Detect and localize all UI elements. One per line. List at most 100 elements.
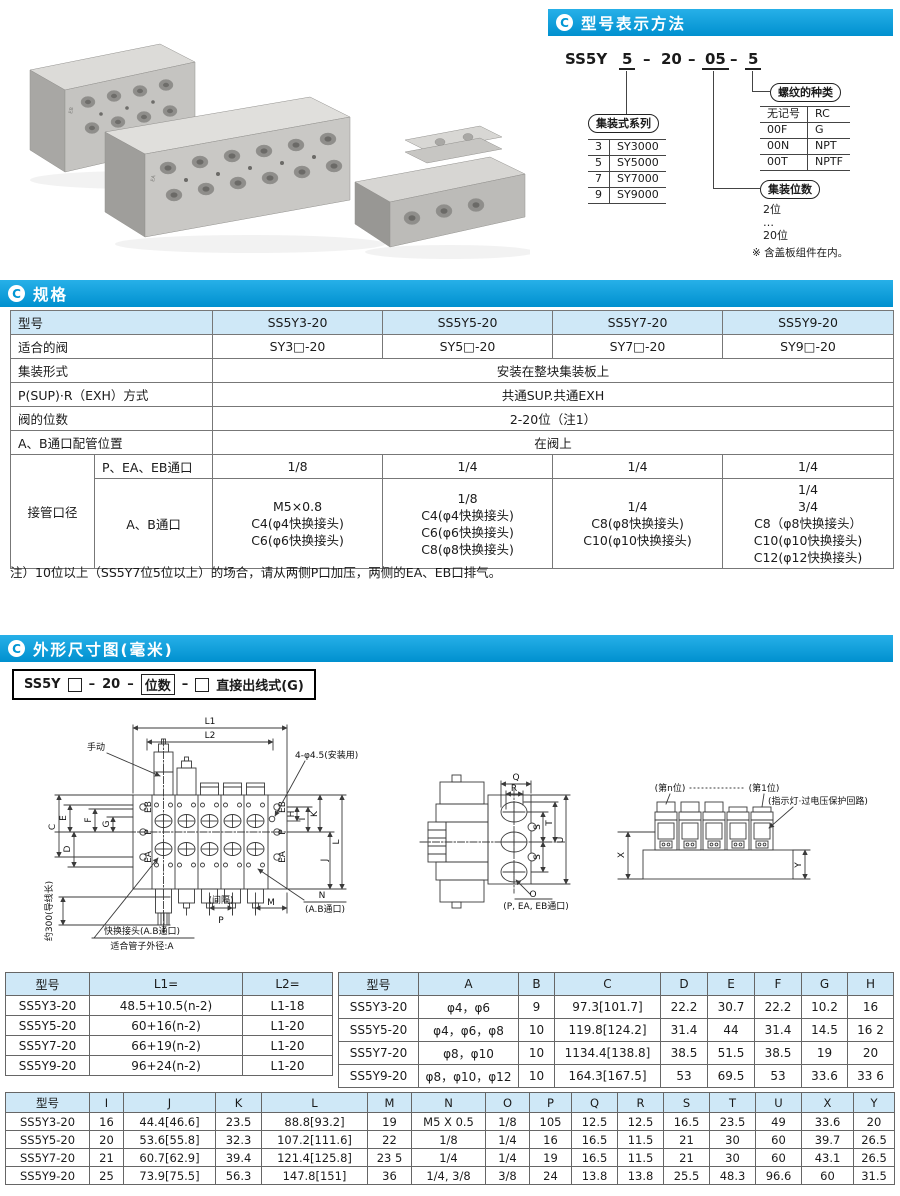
- indicator-circuit-label: (指示灯·过电压保护回路): [768, 795, 868, 807]
- column-header: 型号: [338, 972, 419, 996]
- spec-header-row: 型号 SS5Y3-20 SS5Y5-20 SS5Y7-20 SS5Y9-20: [9, 310, 895, 335]
- table-cell: 16 2: [847, 1018, 894, 1042]
- row-header: 9: [588, 187, 610, 204]
- column-header: O: [485, 1092, 530, 1113]
- row-header: SS5Y9-20: [338, 1064, 419, 1088]
- column-header: R: [617, 1092, 664, 1113]
- lead-wire-length-label: 约300(导线长): [43, 881, 55, 941]
- table-cell: 1/4, 3/8: [411, 1166, 486, 1185]
- row-header: SS5Y9-20: [5, 1166, 90, 1185]
- dim-label-i: I: [298, 818, 308, 821]
- stations-note: ※ 含盖板组件在内。: [752, 247, 849, 259]
- table-cell: 23.5: [215, 1112, 262, 1131]
- row-header: SS5Y7-20: [5, 1148, 90, 1167]
- table-cell: 1/8: [411, 1130, 486, 1149]
- dim-label-s: S: [533, 854, 543, 860]
- dimension-drawings: EB P EA EB P EA L1: [43, 717, 868, 952]
- table-cell: 30.7: [707, 995, 755, 1019]
- port-size-line: 1/4: [797, 482, 819, 497]
- table-cell: 97.3[101.7]: [554, 995, 661, 1019]
- row-header: SS5Y5-20: [5, 1130, 90, 1149]
- column-header: T: [709, 1092, 756, 1113]
- table-cell: 11.5: [617, 1148, 664, 1167]
- model-seg-stations: 05: [702, 50, 729, 70]
- spec-row: A、B通口配管位置 在阀上: [9, 430, 895, 455]
- table-cell: φ8，φ10，φ12: [418, 1064, 519, 1088]
- spec-cell: 1/4: [382, 454, 554, 479]
- model-dash: –: [730, 50, 738, 68]
- dim-label-k: K: [310, 810, 320, 817]
- column-header: E: [707, 972, 755, 996]
- column-header: Q: [571, 1092, 618, 1113]
- table-cell: 44.4[46.6]: [123, 1112, 216, 1131]
- port-size-line: 1/4: [627, 499, 648, 514]
- model-seg-size: 20: [661, 50, 682, 68]
- table-cell: G: [807, 122, 850, 139]
- model-seg-series: 5: [619, 50, 636, 70]
- table-cell: 60.7[62.9]: [123, 1148, 216, 1167]
- model-dash: –: [688, 50, 696, 68]
- spec-row-label: 阀的位数: [9, 406, 214, 431]
- table-cell: 24: [529, 1166, 572, 1185]
- table-cell: 33 6: [847, 1064, 894, 1088]
- table-cell: 20: [847, 1041, 894, 1065]
- port-size-line: C6(φ6快换接头): [421, 524, 514, 540]
- table-cell: 26.5: [853, 1148, 895, 1167]
- table-cell: 38.5: [660, 1041, 708, 1065]
- table-cell: φ4，φ6: [418, 995, 519, 1019]
- row-header: SS5Y3-20: [5, 1112, 90, 1131]
- port-size-line: C10(φ10快换接头): [753, 533, 863, 548]
- table-cell: 164.3[167.5]: [554, 1064, 661, 1088]
- column-header: M: [367, 1092, 412, 1113]
- table-cell: 53.6[55.8]: [123, 1130, 216, 1149]
- dim-label-p-pitch: P: [218, 916, 224, 926]
- blank-box: [67, 677, 82, 692]
- table-cell: 33.6: [801, 1112, 854, 1131]
- table-cell: 31.4: [660, 1018, 708, 1042]
- section-header-dims: C 外形尺寸图(毫米): [0, 635, 893, 662]
- dim-label-x: X: [617, 852, 627, 858]
- photo-port-label-ea: EA: [150, 174, 157, 182]
- table-cell: 21: [89, 1148, 124, 1167]
- table-cell: 60: [755, 1148, 802, 1167]
- row-header: 00F: [760, 122, 808, 139]
- stations-box: 位数: [140, 674, 175, 695]
- column-header: X: [801, 1092, 854, 1113]
- row-header: 无记号: [760, 106, 808, 123]
- table-cell: 10: [518, 1064, 555, 1088]
- column-header: S: [663, 1092, 710, 1113]
- dim-label-n: N: [319, 891, 326, 901]
- spec-cell: SY3□-20: [212, 334, 384, 359]
- port-size-line: C4(φ4快换接头): [421, 507, 514, 523]
- column-header: G: [801, 972, 848, 996]
- table-cell: 23 5: [367, 1148, 412, 1167]
- spec-model: SS5Y9-20: [722, 310, 895, 335]
- port-label-eb: EB: [144, 801, 154, 813]
- dim-label-l2: L2: [205, 731, 216, 741]
- thread-bubble: 螺纹的种类: [770, 83, 841, 102]
- section-header-spec: C 规格: [0, 280, 893, 307]
- table-cell: NPT: [807, 138, 850, 155]
- row-header: 7: [588, 171, 610, 188]
- dim-label-m: M: [267, 898, 275, 908]
- port-label-p: P: [278, 829, 288, 835]
- table-cell: 19: [367, 1112, 412, 1131]
- table-cell: φ4，φ6，φ8: [418, 1018, 519, 1042]
- dim-label-y: Y: [794, 862, 804, 869]
- spec-row-label: 型号: [9, 310, 214, 335]
- spec-cell: SY5□-20: [382, 334, 554, 359]
- table-cell: 19: [801, 1041, 848, 1065]
- table-cell: 22.2: [660, 995, 708, 1019]
- table-cell: 60: [801, 1166, 854, 1185]
- column-header: 型号: [5, 972, 90, 996]
